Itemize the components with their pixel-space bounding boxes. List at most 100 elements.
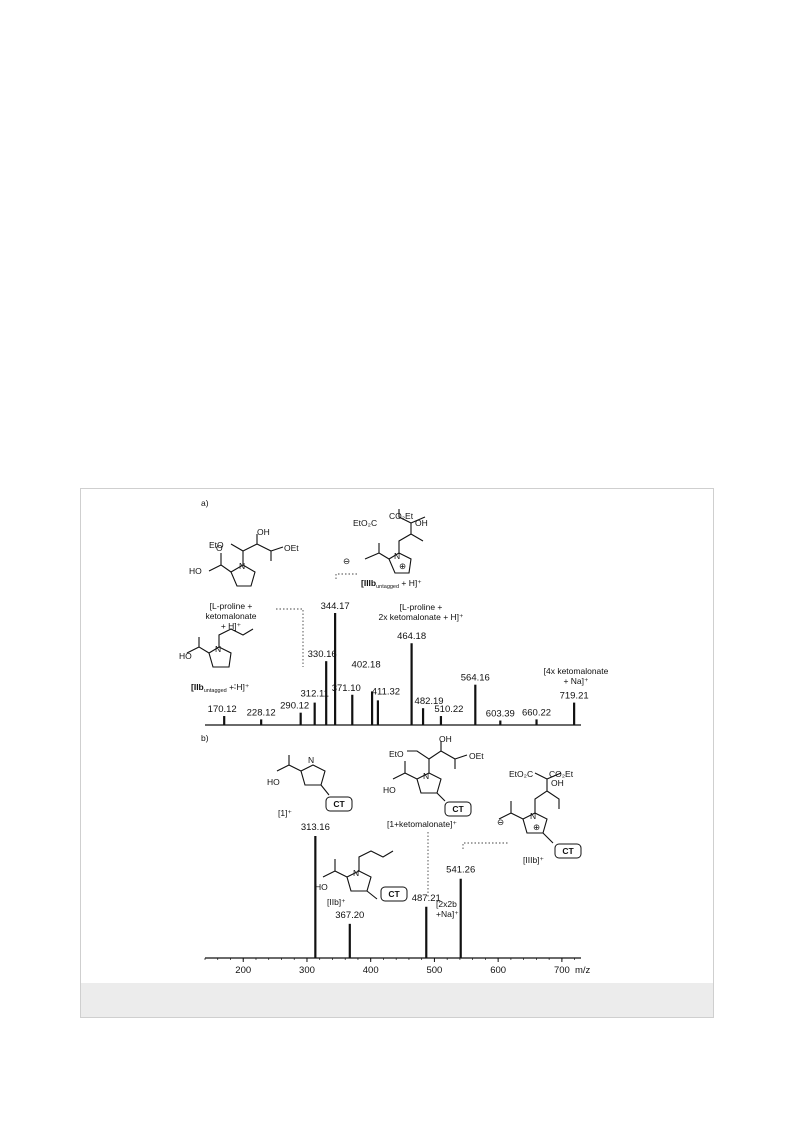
ct-label-iib: CT xyxy=(388,889,400,899)
plus-charge-icon-b: ⊕ xyxy=(533,822,540,832)
peak-label: 402.18 xyxy=(352,659,381,670)
iib-text: [IIb xyxy=(191,682,204,692)
peak-label: 313.16 xyxy=(301,822,330,833)
peak-label: 344.17 xyxy=(321,601,350,612)
annot-lproline2-l1: [L-proline + xyxy=(400,602,443,612)
n-atom-1: N xyxy=(308,755,314,765)
peak-label: 170.12 xyxy=(208,704,237,715)
n-plus-atom-b: N xyxy=(530,811,536,821)
ho-group-1: HO xyxy=(267,777,280,787)
peak-label: 228.12 xyxy=(247,707,276,718)
x-tick-label: 600 xyxy=(490,965,506,976)
peak-label: 564.16 xyxy=(461,673,490,684)
annot-1-ketomalonate: [1+ketomalonate]⁺ xyxy=(387,819,457,829)
iib-tail: + H]⁺ xyxy=(227,682,250,692)
minus-charge-icon-b: ⊖ xyxy=(497,817,504,827)
iiib-tail: + H]⁺ xyxy=(399,578,422,588)
ct-tag-iiib xyxy=(554,843,582,859)
peak-label: 411.32 xyxy=(372,686,400,697)
peak-label: 487.21 xyxy=(412,893,441,904)
ct-label-iiib: CT xyxy=(562,846,574,856)
leader-lproline1 xyxy=(276,608,304,667)
annot-2x2b-l1: [2x2b xyxy=(436,899,457,909)
peak-label: 482.19 xyxy=(415,696,444,707)
leader-541 xyxy=(462,842,509,849)
figure-panel: a) b) N HO O EtO OH OEt [L-proline + ket… xyxy=(80,488,714,1018)
annot-1: [1]⁺ xyxy=(278,808,292,818)
peak-label: 371.10 xyxy=(332,683,361,694)
ct-label-1: CT xyxy=(333,799,345,809)
annot-lproline2-l2: 2x ketomalonate + H]⁺ xyxy=(378,612,464,622)
eto2c-group-b: EtO₂C xyxy=(509,769,533,779)
iiib-untagged-structure: CO₂Et EtO₂C OH N ⊕ ⊖ xyxy=(343,509,428,574)
minus-charge-icon: ⊖ xyxy=(343,556,350,566)
annot-4x-keto-l1: [4x ketomalonate xyxy=(544,666,609,676)
co2et-group-a: CO₂Et xyxy=(389,511,414,521)
n-atom-ok: N xyxy=(423,771,429,781)
co2et-group-b: CO₂Et xyxy=(549,769,574,779)
annot-lproline1-l1: [L-proline + xyxy=(210,601,253,611)
ct-label-ok: CT xyxy=(452,804,464,814)
lproline-ketomalonate-structure: N HO O EtO OH OEt xyxy=(189,527,299,587)
caption-band xyxy=(81,983,713,1017)
annot-iib-untagged: [IIbuntagged + H]⁺ xyxy=(191,682,250,694)
iib-structure: N HO CT xyxy=(315,850,408,902)
oh-group: OH xyxy=(257,527,270,537)
annot-lproline1-l2: ketomalonate xyxy=(205,611,256,621)
n-atom-iib: N xyxy=(215,644,221,654)
annot-iiib: [IIIb]⁺ xyxy=(523,855,545,865)
annot-iiib-untagged: [IIIbuntagged + H]⁺ xyxy=(361,578,422,590)
peak-label: 719.21 xyxy=(560,691,589,702)
n-atom-iib-b: N xyxy=(353,868,359,878)
peak-label: 541.26 xyxy=(446,865,475,876)
plus-charge-icon: ⊕ xyxy=(399,561,406,571)
ho-group: HO xyxy=(189,566,202,576)
eto-group: EtO xyxy=(209,540,224,550)
peak-label: 312.11 xyxy=(301,689,329,700)
one-ketomalonate-structure: N HO EtO OH OEt CT xyxy=(383,734,484,817)
ct-tag-1 xyxy=(325,796,353,812)
annot-iib: [IIb]⁺ xyxy=(327,897,346,907)
o-atom: O xyxy=(216,543,223,553)
compound-1-structure: N HO CT xyxy=(267,755,353,812)
ho-group-ok: HO xyxy=(383,785,396,795)
iiib-text: [IIIb xyxy=(361,578,376,588)
annot-2x2b-l2: +Na]⁺ xyxy=(436,909,459,919)
iiib-structure: EtO₂C CO₂Et OH N ⊕ ⊖ CT xyxy=(497,769,582,859)
n-plus-atom-a: N xyxy=(394,551,400,561)
x-tick-label: 200 xyxy=(235,965,251,976)
eto2c-group-a: EtO₂C xyxy=(353,518,377,528)
peak-label: 603.39 xyxy=(486,709,515,720)
panel-a-label: a) xyxy=(201,498,209,508)
panel-b-label: b) xyxy=(201,733,209,743)
peak-label: 367.20 xyxy=(335,910,364,921)
x-tick-label: 700 xyxy=(554,965,570,976)
x-axis-label: m/z xyxy=(575,965,591,976)
iib-untagged-structure: N HO xyxy=(179,628,254,668)
oh-group-b: OH xyxy=(551,778,564,788)
peak-label: 510.22 xyxy=(434,704,463,715)
ho-group-iib: HO xyxy=(179,651,192,661)
peak-label: 660.22 xyxy=(522,707,551,718)
iiib-sub: untagged xyxy=(376,584,399,590)
ct-tag-iib xyxy=(380,886,408,902)
iib-sub: untagged xyxy=(204,688,227,694)
ho-group-iib-b: HO xyxy=(315,882,328,892)
mass-spectra-figure: a) b) N HO O EtO OH OEt [L-proline + ket… xyxy=(179,498,609,976)
peak-label: 290.12 xyxy=(280,701,309,712)
oet-group: OEt xyxy=(284,543,299,553)
eto-group-ok: EtO xyxy=(389,749,404,759)
annot-lproline1-l3: + H]⁺ xyxy=(221,621,242,631)
x-tick-label: 500 xyxy=(426,965,442,976)
peak-label: 464.18 xyxy=(397,631,426,642)
x-tick-label: 300 xyxy=(299,965,315,976)
peak-label: 330.16 xyxy=(308,649,337,660)
oh-group-ok: OH xyxy=(439,734,452,744)
oet-group-ok: OEt xyxy=(469,751,484,761)
n-atom: N xyxy=(239,561,245,571)
annot-4x-keto-l2: + Na]⁺ xyxy=(563,676,589,686)
svg-text:[IIIbuntagged + H]⁺: [IIIbuntagged + H]⁺ xyxy=(361,578,422,590)
oh-group-a: OH xyxy=(415,518,428,528)
leader-iiib-untagged xyxy=(335,573,359,579)
